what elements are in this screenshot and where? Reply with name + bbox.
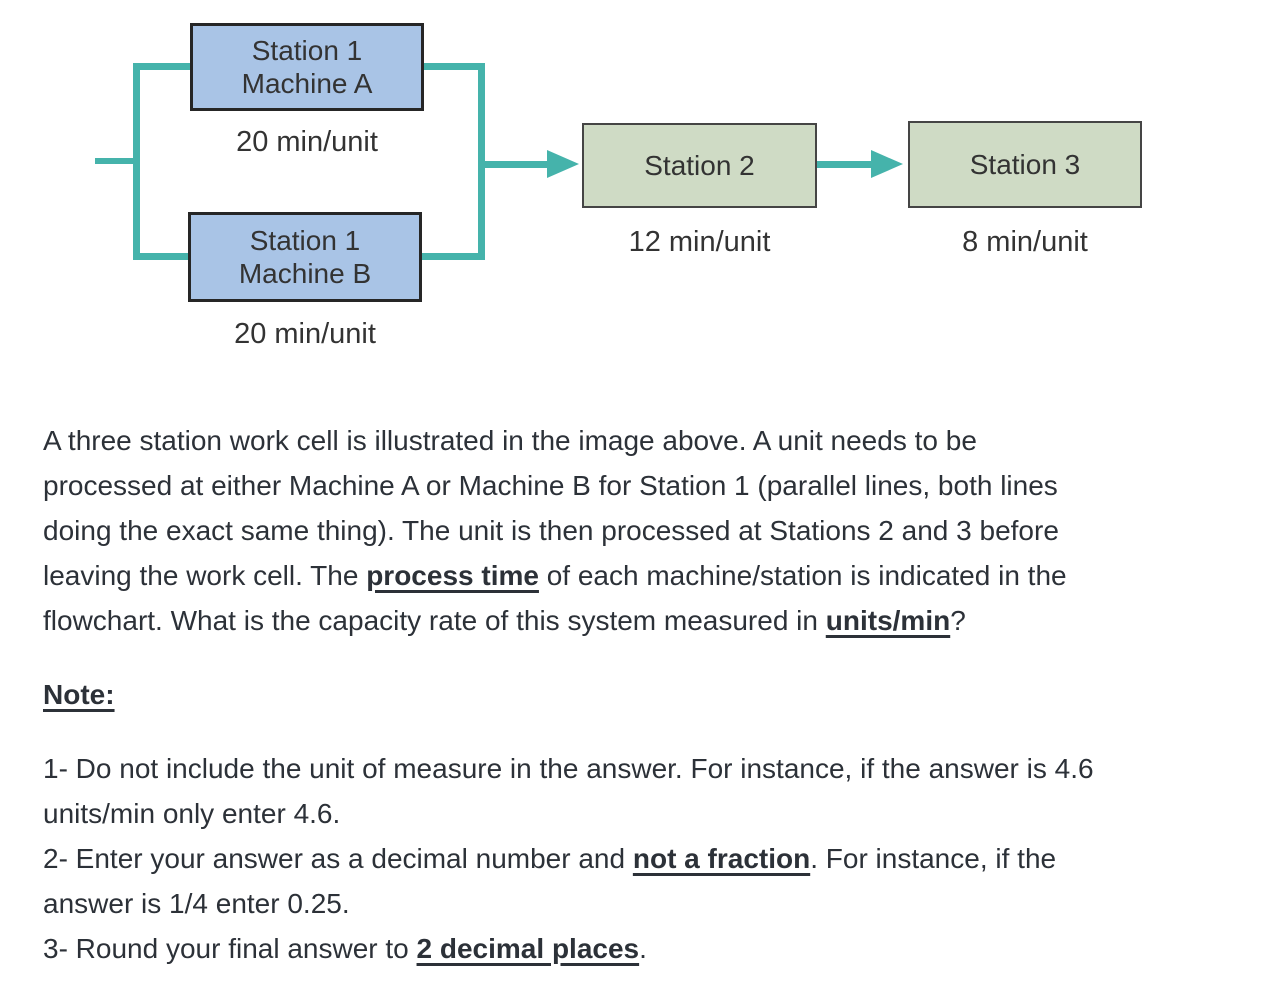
connector-branch-a-left bbox=[133, 63, 190, 70]
station-2-box: Station 2 bbox=[582, 123, 817, 208]
instruction-line: 3- Round your final answer to 2 decimal … bbox=[43, 933, 647, 964]
connector-inlet-stub bbox=[95, 158, 135, 164]
question-line: processed at either Machine A or Machine… bbox=[43, 470, 1058, 501]
station-2-label: Station 2 bbox=[644, 150, 755, 181]
arrow-right-icon bbox=[871, 150, 903, 178]
workcell-flowchart: Station 1 Machine A Station 1 Machine B … bbox=[0, 0, 1286, 370]
connector-to-station2 bbox=[481, 161, 549, 168]
question-line: doing the exact same thing). The unit is… bbox=[43, 515, 1059, 546]
machine-b-time-label: 20 min/unit bbox=[234, 318, 376, 350]
machine-a-label-line1: Station 1 bbox=[251, 35, 363, 66]
note-heading: Note: bbox=[43, 679, 115, 710]
instruction-line: answer is 1/4 enter 0.25. bbox=[43, 888, 350, 919]
instruction-line: 2- Enter your answer as a decimal number… bbox=[43, 843, 1057, 874]
instruction-line: units/min only enter 4.6. bbox=[43, 798, 341, 829]
connector-branch-b-right bbox=[421, 253, 485, 260]
question-text: A three station work cell is illustrated… bbox=[43, 418, 1067, 643]
question-line: A three station work cell is illustrated… bbox=[43, 425, 977, 456]
question-line: leaving the work cell. The process time … bbox=[43, 560, 1067, 591]
machine-b-label-line1: Station 1 bbox=[249, 225, 361, 256]
machine-a-time-label: 20 min/unit bbox=[236, 126, 378, 158]
station-3-label: Station 3 bbox=[969, 149, 1081, 180]
question-line: flowchart. What is the capacity rate of … bbox=[43, 605, 966, 636]
connector-to-station3 bbox=[817, 161, 873, 168]
arrow-right-icon bbox=[547, 150, 579, 178]
connector-split-vertical bbox=[133, 63, 140, 260]
station-2-time-label: 12 min/unit bbox=[628, 226, 771, 258]
machine-a-box: Station 1 Machine A bbox=[190, 23, 424, 111]
connector-branch-b-left bbox=[133, 253, 190, 260]
station-3-box: Station 3 bbox=[908, 121, 1142, 208]
station-3-time-label: 8 min/unit bbox=[962, 226, 1088, 258]
machine-b-box: Station 1 Machine B bbox=[188, 212, 422, 302]
machine-b-label-line2: Machine B bbox=[238, 258, 372, 289]
instruction-line: 1- Do not include the unit of measure in… bbox=[43, 753, 1094, 784]
machine-a-label-line2: Machine A bbox=[241, 68, 373, 99]
instructions-text: 1- Do not include the unit of measure in… bbox=[43, 746, 1094, 971]
connector-branch-a-right bbox=[421, 63, 485, 70]
